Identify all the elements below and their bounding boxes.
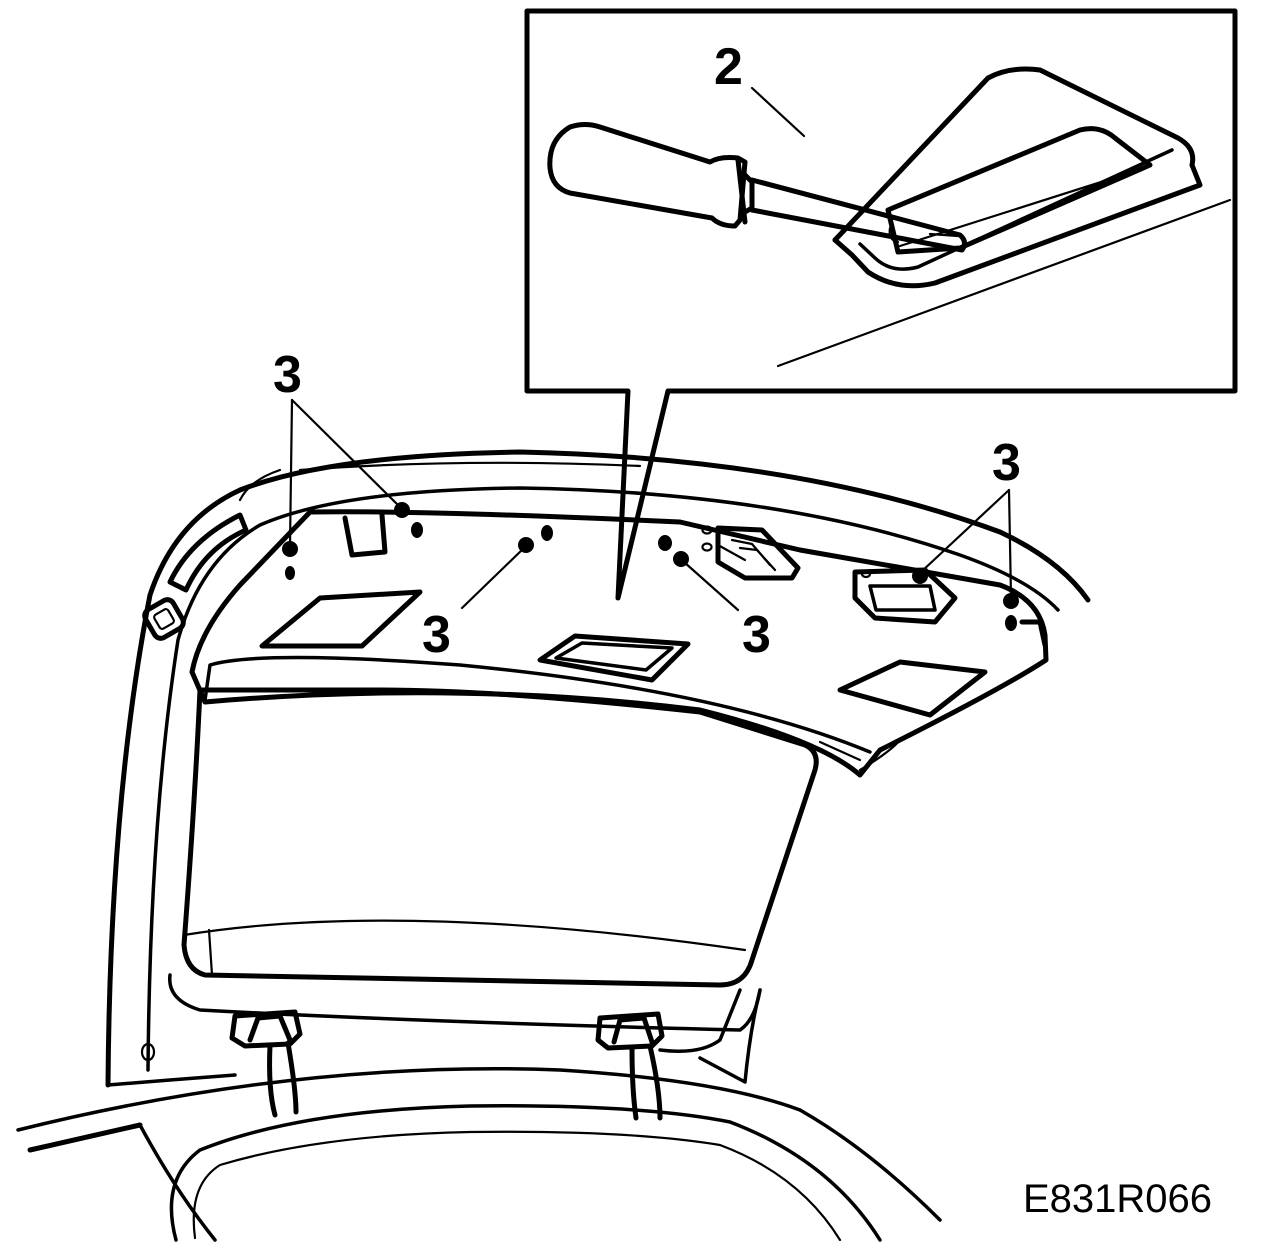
callout-tool: 2 <box>714 38 743 96</box>
tailgate-frame <box>105 449 1091 1088</box>
rear-window <box>168 687 819 1032</box>
callout-fastener-center-right: 3 <box>742 606 771 664</box>
callout-labels: 2 3 3 3 3 <box>273 38 1021 664</box>
screwdriver-tool <box>547 122 968 253</box>
detail-inset <box>524 8 1238 601</box>
callout-fastener-center-left: 3 <box>422 606 451 664</box>
callout-fastener-right: 3 <box>992 434 1021 492</box>
fastener-points <box>282 502 1019 631</box>
gas-strut-brackets <box>229 1009 665 1121</box>
callout-fastener-left: 3 <box>273 346 302 404</box>
leader-lines <box>288 86 1013 612</box>
upper-trim-panel <box>189 509 1049 778</box>
car-roof-outline <box>16 1067 942 1242</box>
figure-code: E831R066 <box>1023 1177 1212 1221</box>
